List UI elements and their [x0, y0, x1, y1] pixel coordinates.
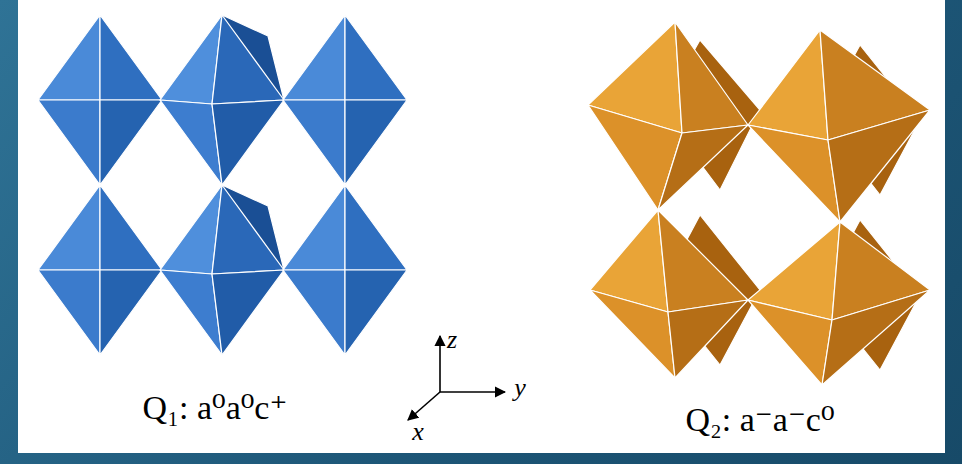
- axis-label: z: [447, 327, 457, 353]
- caption-label: Q₁: a⁰a⁰c⁺: [143, 391, 288, 425]
- orange-octahedra: [588, 22, 930, 385]
- caption-label: Q₂: a⁻a⁻c⁰: [685, 403, 834, 437]
- axis-label: y: [514, 375, 526, 401]
- axis-label: x: [412, 419, 424, 445]
- blue-octahedra: [38, 15, 407, 355]
